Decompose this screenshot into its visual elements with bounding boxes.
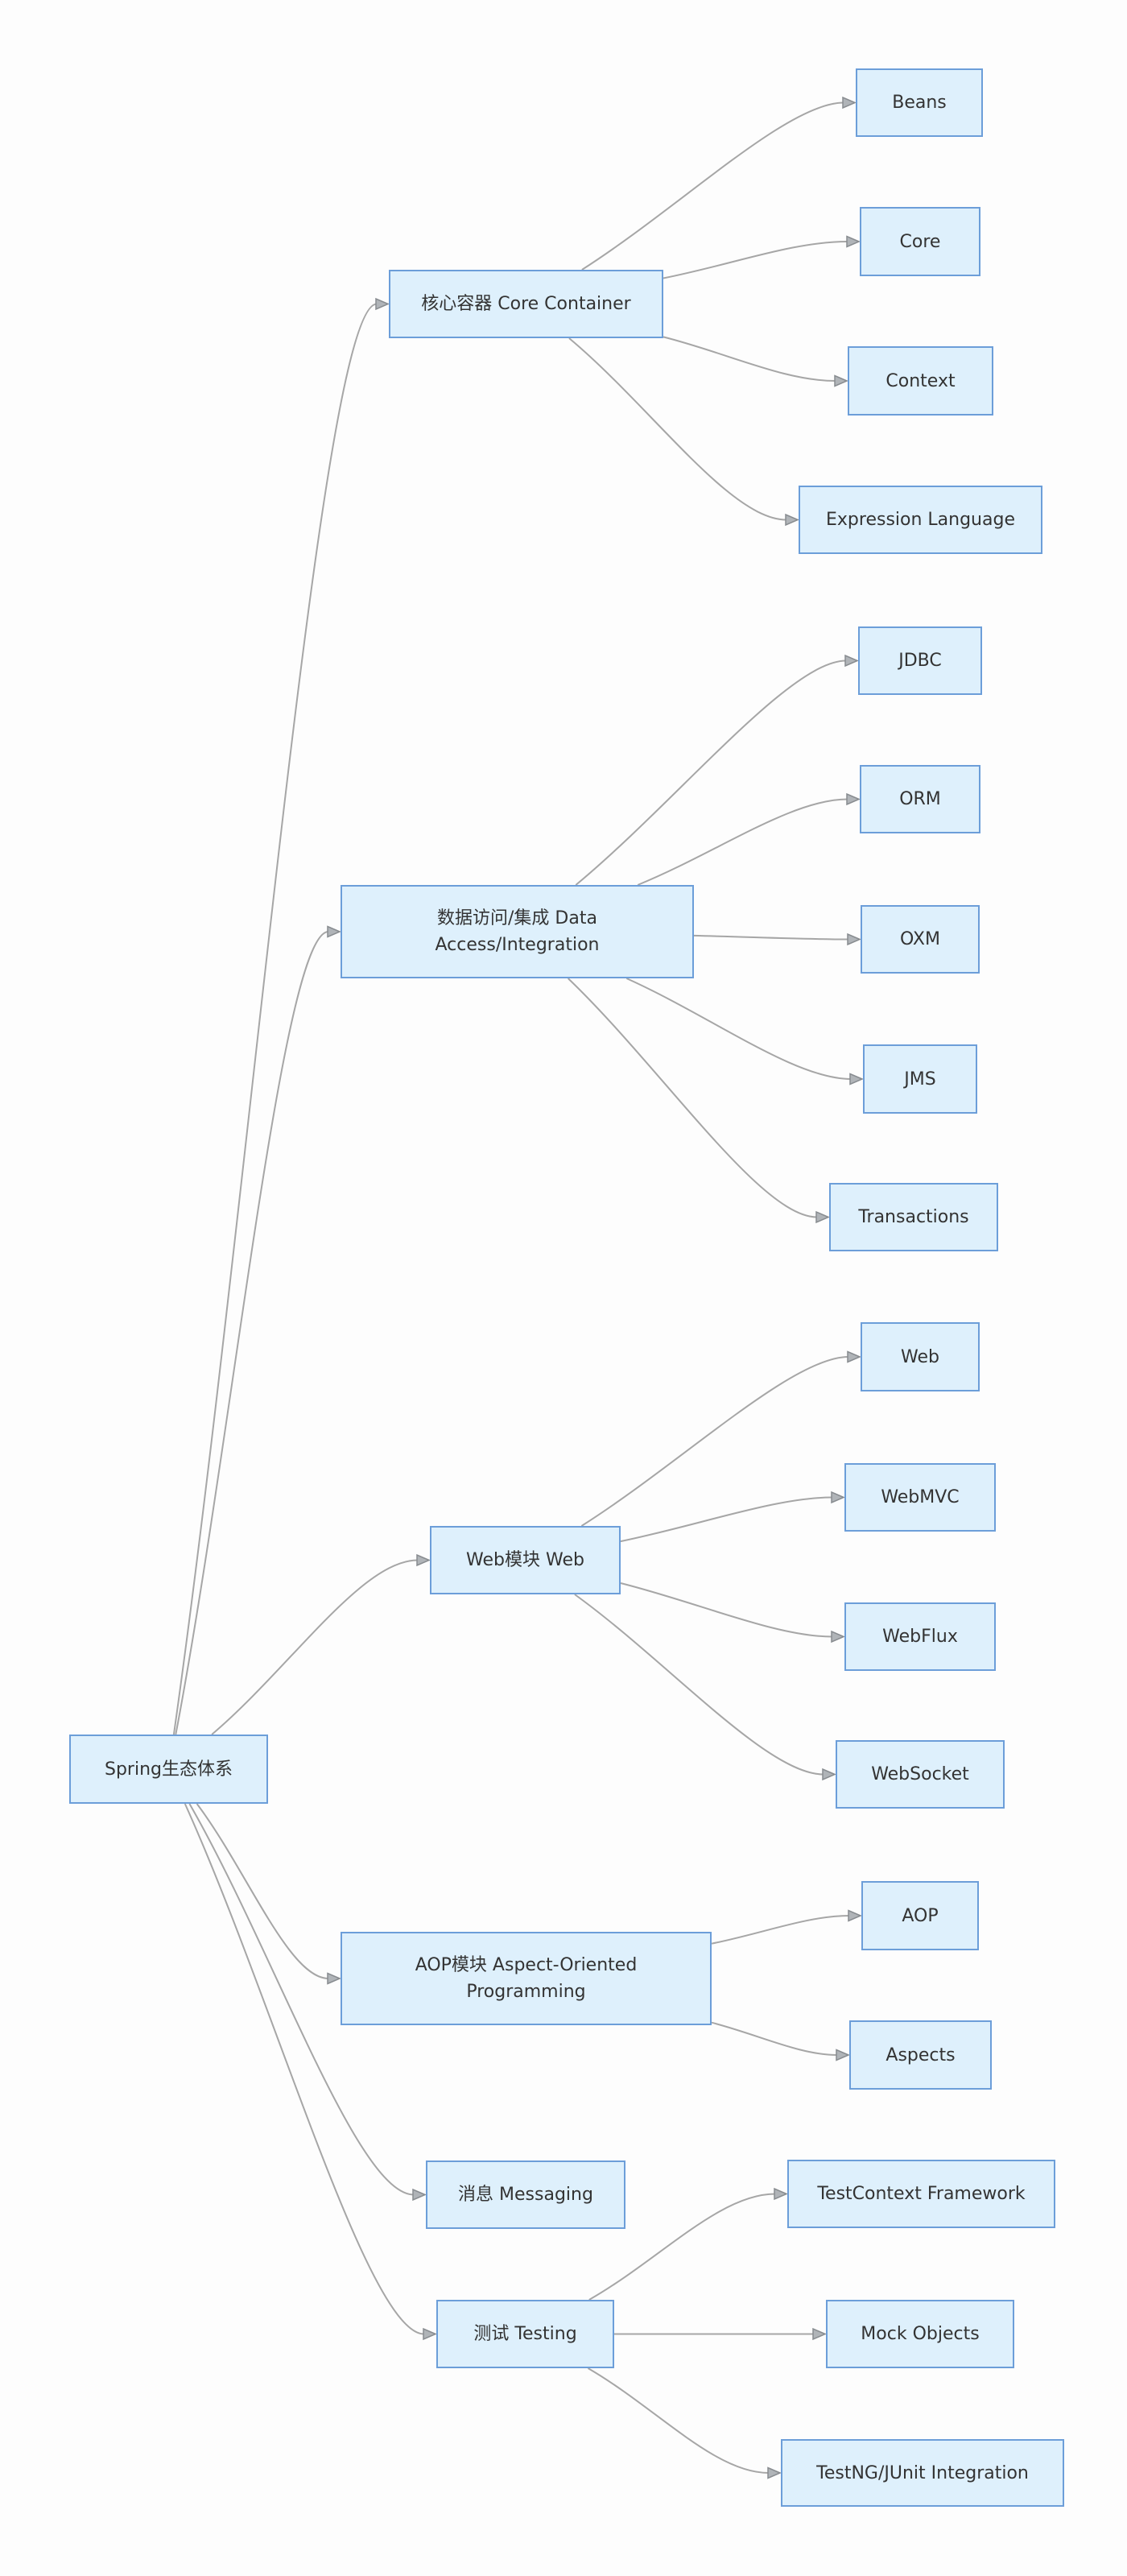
node-beans: Beans xyxy=(856,68,983,137)
node-aop-module: AOP模块 Aspect-Oriented Programming xyxy=(341,1932,712,2025)
node-webflux: WebFlux xyxy=(844,1602,996,1671)
edge-web-module-to-webmvc xyxy=(620,1496,833,1543)
node-label: 数据访问/集成 Data Access/Integration xyxy=(435,908,600,955)
edge-aop-module-to-aop xyxy=(711,1915,850,1945)
edge-arrowhead-icon xyxy=(846,792,861,806)
node-label: Aspects xyxy=(886,2045,956,2065)
edge-core-container-to-core xyxy=(663,241,848,279)
edge-arrowhead-icon xyxy=(815,1210,830,1224)
node-expression-language: Expression Language xyxy=(799,486,1042,554)
edge-arrowhead-icon xyxy=(416,1553,431,1567)
edge-data-access-to-transactions xyxy=(568,978,818,1218)
node-webmvc: WebMVC xyxy=(844,1463,996,1532)
node-aspects: Aspects xyxy=(849,2020,992,2090)
node-oxm: OXM xyxy=(861,905,980,974)
node-aop: AOP xyxy=(861,1881,979,1950)
edge-aop-module-to-aspects xyxy=(711,2021,838,2056)
edge-arrowhead-icon xyxy=(812,2327,827,2341)
edge-web-module-to-web xyxy=(580,1356,849,1527)
edge-arrowhead-icon xyxy=(412,2188,427,2202)
edge-arrowhead-icon xyxy=(849,1073,864,1085)
edge-arrowhead-icon xyxy=(327,1972,341,1985)
node-label: JDBC xyxy=(898,651,942,671)
node-label: Core xyxy=(899,231,941,252)
edge-data-access-to-jms xyxy=(625,978,852,1080)
node-label: WebFlux xyxy=(882,1627,958,1647)
node-label: JMS xyxy=(904,1069,936,1090)
node-core: Core xyxy=(860,207,980,276)
node-label: Web xyxy=(901,1346,939,1367)
node-testing: 测试 Testing xyxy=(436,2300,614,2368)
edge-arrowhead-icon xyxy=(848,1909,862,1922)
node-label: AOP模块 Aspect-Oriented Programming xyxy=(415,1955,638,2002)
node-label: TestContext Framework xyxy=(817,2184,1026,2204)
edge-data-access-to-jdbc xyxy=(575,660,847,886)
edge-arrowhead-icon xyxy=(327,925,341,938)
edge-arrowhead-icon xyxy=(847,932,861,946)
node-label: Expression Language xyxy=(826,510,1015,530)
node-label: Transactions xyxy=(858,1207,969,1227)
edge-data-access-to-orm xyxy=(637,798,848,886)
edge-arrowhead-icon xyxy=(847,1350,861,1363)
node-label: Mock Objects xyxy=(861,2324,980,2344)
edge-arrowhead-icon xyxy=(844,654,859,668)
edge-root-to-core-container xyxy=(172,303,378,1735)
edge-root-to-web-module xyxy=(211,1559,419,1735)
edge-root-to-data-access xyxy=(175,931,329,1735)
edge-arrowhead-icon xyxy=(846,235,861,248)
edge-arrowhead-icon xyxy=(375,297,390,311)
edge-testing-to-testng xyxy=(587,2367,770,2474)
edge-testing-to-testcontext xyxy=(588,2193,776,2301)
node-transactions: Transactions xyxy=(829,1183,998,1251)
node-testng: TestNG/JUnit Integration xyxy=(781,2439,1064,2507)
edge-arrowhead-icon xyxy=(831,1491,845,1504)
node-label: TestNG/JUnit Integration xyxy=(816,2462,1029,2483)
edge-arrowhead-icon xyxy=(785,513,799,527)
edge-root-to-messaging xyxy=(188,1803,415,2196)
node-jms: JMS xyxy=(863,1044,977,1114)
edge-core-container-to-beans xyxy=(581,101,844,271)
node-label: 消息 Messaging xyxy=(458,2185,593,2205)
node-label: WebSocket xyxy=(871,1764,969,1784)
node-messaging: 消息 Messaging xyxy=(426,2160,625,2229)
node-label: AOP xyxy=(902,1905,939,1926)
node-label: Web模块 Web xyxy=(466,1550,584,1570)
node-label: Context xyxy=(886,370,956,391)
node-web-module: Web模块 Web xyxy=(430,1526,621,1594)
node-testcontext: TestContext Framework xyxy=(787,2160,1055,2228)
node-websocket: WebSocket xyxy=(836,1740,1005,1809)
edge-root-to-testing xyxy=(184,1803,425,2335)
node-label: ORM xyxy=(899,789,941,809)
edge-data-access-to-oxm xyxy=(693,934,849,941)
node-label: Spring生态体系 xyxy=(105,1759,233,1780)
node-web: Web xyxy=(861,1322,980,1391)
edge-arrowhead-icon xyxy=(834,374,848,387)
node-label: Beans xyxy=(892,93,947,113)
edge-arrowhead-icon xyxy=(822,1768,836,1781)
edge-core-container-to-context xyxy=(663,336,836,382)
node-context: Context xyxy=(848,346,993,416)
node-label: OXM xyxy=(900,929,940,949)
node-root: Spring生态体系 xyxy=(69,1735,268,1804)
node-data-access: 数据访问/集成 Data Access/Integration xyxy=(341,885,694,978)
node-label: WebMVC xyxy=(881,1487,960,1507)
edge-arrowhead-icon xyxy=(767,2466,782,2479)
edge-arrowhead-icon xyxy=(842,96,857,110)
node-label: 核心容器 Core Container xyxy=(421,294,631,314)
edge-web-module-to-webflux xyxy=(620,1582,833,1638)
edge-arrowhead-icon xyxy=(774,2187,788,2201)
node-orm: ORM xyxy=(860,765,980,833)
node-jdbc: JDBC xyxy=(858,626,982,695)
edge-web-module-to-websocket xyxy=(574,1594,824,1776)
edge-core-container-to-expression-language xyxy=(568,337,787,521)
edge-root-to-aop-module xyxy=(196,1803,329,1979)
edge-arrowhead-icon xyxy=(831,1630,845,1644)
node-mock-objects: Mock Objects xyxy=(826,2300,1014,2368)
node-core-container: 核心容器 Core Container xyxy=(389,270,663,338)
node-label: 测试 Testing xyxy=(473,2324,577,2344)
edge-arrowhead-icon xyxy=(423,2327,437,2341)
edge-arrowhead-icon xyxy=(836,2049,850,2061)
